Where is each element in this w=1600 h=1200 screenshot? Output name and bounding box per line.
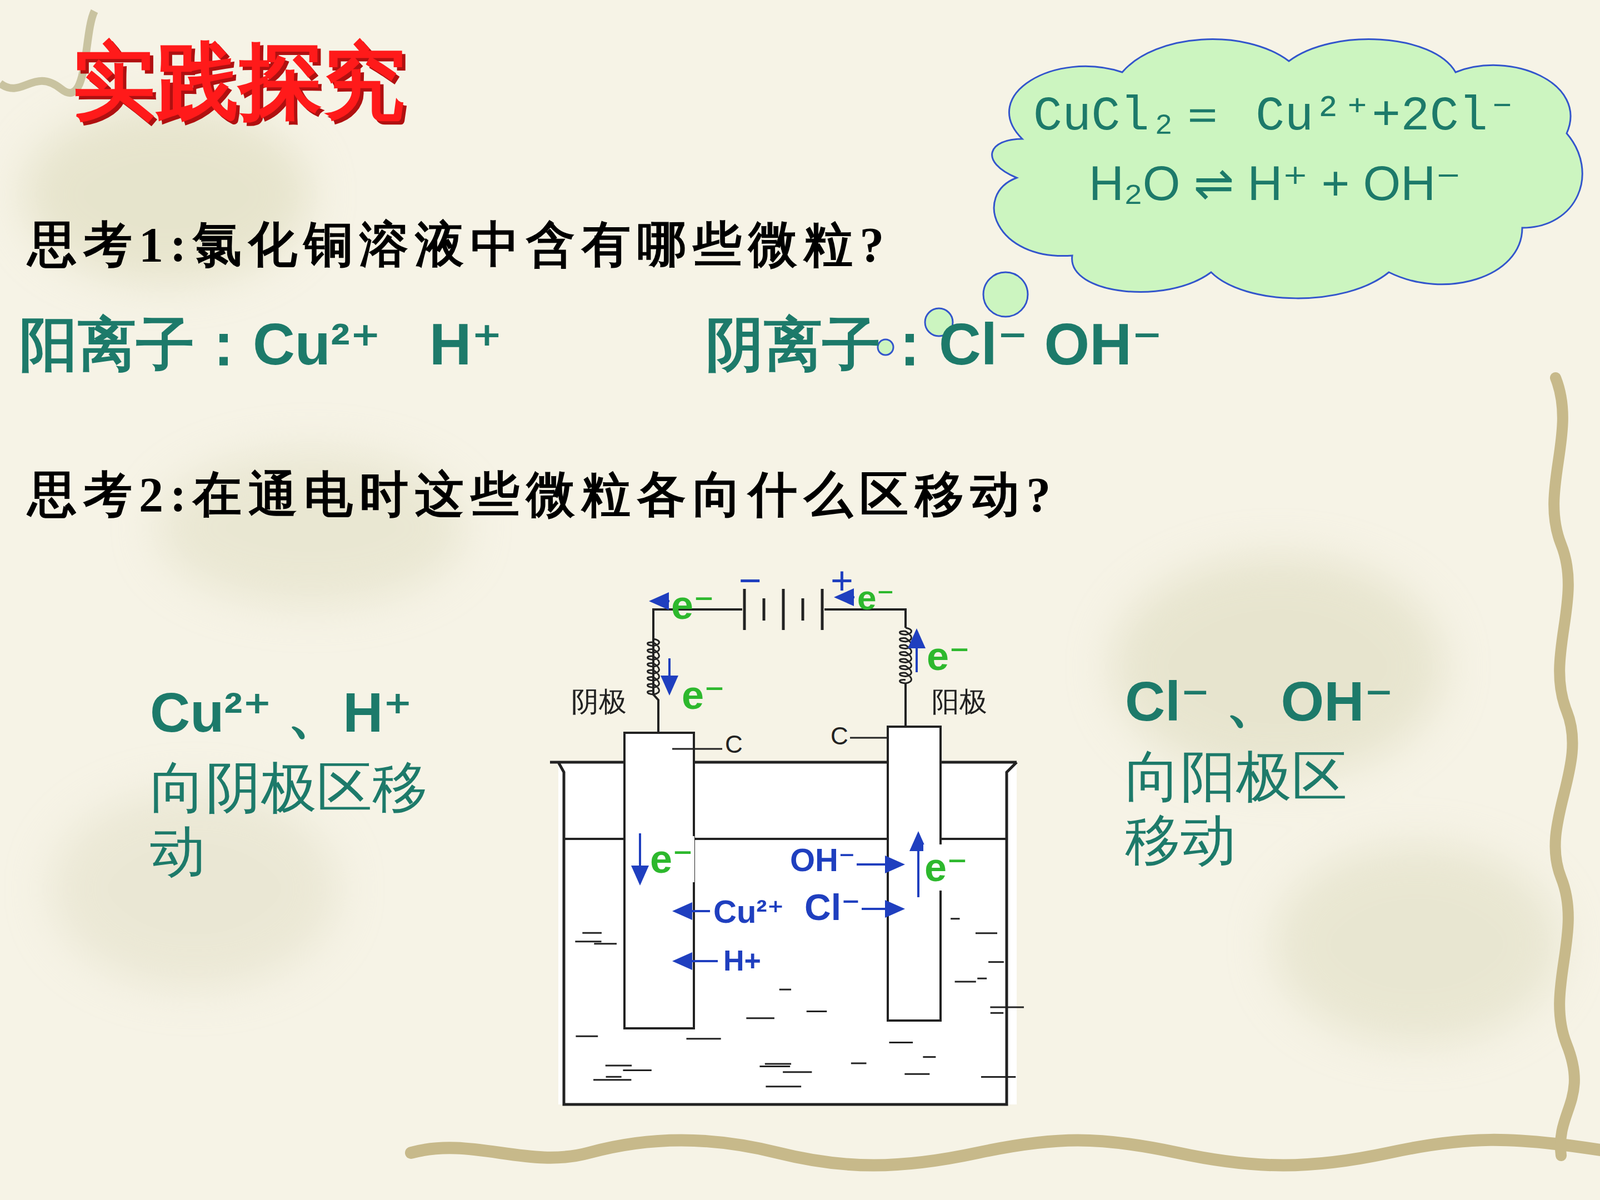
equation-text: H₂O ⇌ H⁺ + OH⁻ <box>955 155 1595 212</box>
water-dash <box>575 940 602 943</box>
cation-summary: Cu²⁺ 、H⁺ <box>150 680 413 745</box>
ion-label: Cl⁻ <box>803 886 862 929</box>
water-dash <box>686 1037 721 1040</box>
water-dash <box>981 1076 1016 1078</box>
electron-label: e⁻ <box>681 672 725 719</box>
anion-list: 阴离子：Cl⁻ OH⁻ <box>705 311 1163 379</box>
flow-arrows <box>640 597 919 962</box>
water-dash <box>888 1041 913 1044</box>
battery-terminal: + <box>830 558 854 604</box>
vine-right <box>1553 377 1575 1156</box>
water-dash <box>622 1069 652 1072</box>
water-dash <box>575 1035 598 1038</box>
electrode-name: 阴极 <box>571 686 627 719</box>
electron-label: e⁻ <box>648 836 695 883</box>
electrode-name: 阳极 <box>931 686 988 719</box>
migration-note: 向阴极区移动 <box>150 755 462 884</box>
thought-cloud: CuCl₂＝ Cu²⁺+2Cl⁻ H₂O ⇌ H⁺ + OH⁻ <box>955 27 1595 312</box>
electrode-material: C <box>725 730 743 759</box>
water-dash <box>759 1065 790 1068</box>
water-dash <box>950 917 960 920</box>
slide-title: 实践探究 <box>72 33 406 130</box>
vine-bottom <box>411 1140 1600 1166</box>
water-dash <box>582 932 602 934</box>
electron-label: e⁻ <box>671 582 715 629</box>
water-dash <box>765 1085 802 1088</box>
spring-coil <box>900 627 912 684</box>
ion-label: Cu²⁺ <box>712 893 785 931</box>
water-dash <box>851 1062 867 1064</box>
equation-text: CuCl₂＝ Cu²⁺+2Cl⁻ <box>955 88 1595 145</box>
water-dash <box>977 977 987 980</box>
water-dash <box>779 988 792 991</box>
spring-coil <box>647 638 660 695</box>
water-dash <box>955 981 977 983</box>
question-text: 思考2:在通电时这些微粒各向什么区移动? <box>27 466 1058 523</box>
battery-terminal: − <box>738 558 762 604</box>
electron-label: e⁻ <box>926 633 970 680</box>
water-dash <box>746 1017 775 1019</box>
question-text: 思考1:氯化铜溶液中含有哪些微粒? <box>27 216 891 273</box>
water-dash <box>975 932 998 934</box>
water-dash <box>990 1012 1004 1014</box>
ion-label: H+ <box>722 944 763 978</box>
circuit-wires <box>653 609 906 733</box>
thought-bubble <box>983 272 1028 317</box>
leader-line <box>850 737 889 739</box>
migration-note: 向阳极区移动 <box>1125 744 1381 873</box>
water-dash <box>606 1076 622 1078</box>
water-dash <box>593 942 617 945</box>
water-dash <box>904 1073 930 1075</box>
beaker <box>550 762 1017 1105</box>
electron-label: e⁻ <box>857 577 895 618</box>
water-dash <box>605 1064 632 1067</box>
leader-line <box>672 748 723 750</box>
water-dash <box>806 1010 828 1013</box>
water-dash <box>782 1071 812 1073</box>
anion-summary: Cl⁻ 、OH⁻ <box>1125 669 1394 734</box>
electrode-material: C <box>830 722 849 751</box>
ion-label: OH⁻ <box>788 841 857 879</box>
water-dash <box>922 1056 936 1058</box>
cation-list: 阳离子：Cu²⁺ H⁺ <box>19 311 503 379</box>
water-dash <box>990 1006 1024 1009</box>
water-dash <box>593 1078 632 1081</box>
electron-label: e⁻ <box>923 844 969 891</box>
water-dash <box>765 1063 792 1065</box>
water-dash <box>988 961 1004 963</box>
